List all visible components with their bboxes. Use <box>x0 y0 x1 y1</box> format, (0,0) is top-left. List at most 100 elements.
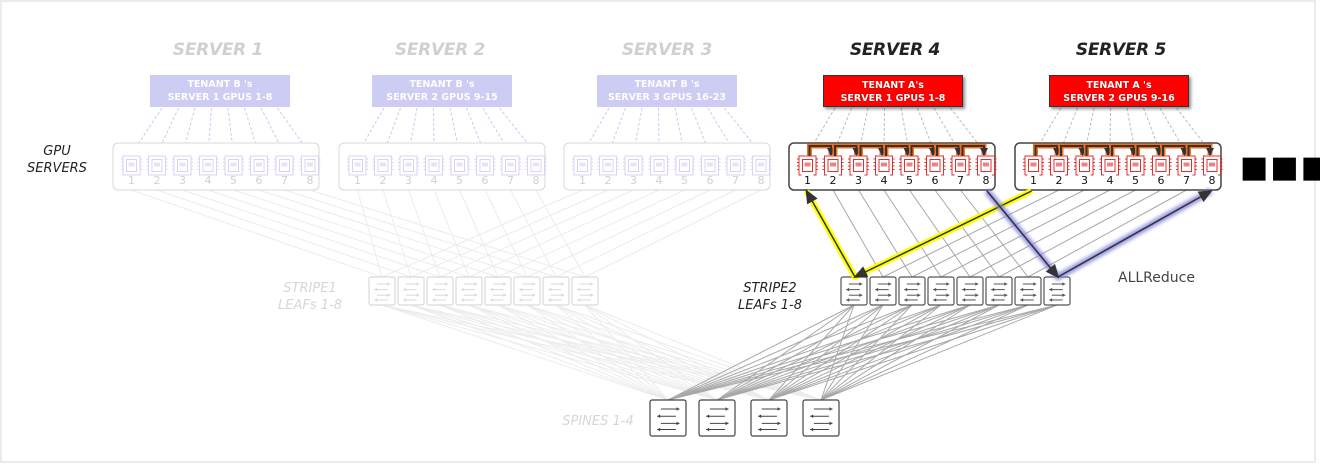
gpu-number-label: 5 <box>906 174 913 187</box>
paths-layer <box>803 187 1213 281</box>
spines-layer <box>649 399 840 437</box>
switch-box <box>542 276 570 306</box>
leaf-spine-link <box>468 304 669 401</box>
leaf-spine-link <box>716 304 1029 401</box>
switch-arrowhead <box>846 298 850 302</box>
server-1-tenant-box: TENANT B 's SERVER 1 GPUS 1-8 <box>150 75 290 107</box>
stripe1-label: STRIPE1 LEAFs 1-8 <box>262 280 358 314</box>
leaf-spine-link <box>381 304 669 401</box>
tenant-gpu-arrow <box>880 107 889 155</box>
switch-arrowhead <box>1033 282 1037 286</box>
switch-arrowhead <box>777 421 781 426</box>
switch-arrowhead <box>706 427 710 432</box>
switch-arrowhead <box>490 287 494 292</box>
switch-arrowhead <box>657 427 661 432</box>
gpu-number-label: 2 <box>1056 174 1063 187</box>
gpu-leaf-link <box>497 189 685 278</box>
leaf-spine-link <box>768 304 1029 401</box>
gpu-chip-icon <box>299 155 321 176</box>
switch-box <box>840 276 868 306</box>
leaf-spine-link <box>716 304 942 401</box>
gpu-number-label: 7 <box>957 174 964 187</box>
gpu-chip-icon <box>1048 155 1070 176</box>
gpu-chip-icon <box>248 155 270 176</box>
switch-arrowhead <box>962 298 966 302</box>
tenant-box-line2: SERVER 1 GPUS 1-8 <box>840 92 946 104</box>
leaf-spine-link <box>468 304 770 401</box>
server-4-tenant-box: TENANT A's SERVER 1 GPUS 1-8 <box>823 75 963 107</box>
gpu-number-label: 1 <box>579 174 586 187</box>
server-1-title: SERVER 1 <box>172 40 264 60</box>
leaf-spine-link <box>584 304 822 401</box>
gpu-chip-icon <box>398 155 419 176</box>
tenant-gpu-arrow <box>405 107 418 155</box>
gpu-servers-label-line1: GPU <box>43 144 71 159</box>
switch-arrowhead <box>374 287 378 292</box>
leafs-layer <box>368 276 1071 306</box>
leaf-spine-link <box>497 304 718 401</box>
server-3-tenant-box: TENANT B 's SERVER 3 GPUS 16-23 <box>597 75 737 107</box>
tenant-gpu-arrow <box>1081 107 1095 155</box>
gpu-number-bg <box>1206 173 1218 185</box>
gpu-chip-icon <box>1150 155 1172 176</box>
gpu-chip-icon <box>725 155 746 176</box>
spine-3-switch-icon <box>750 399 788 437</box>
gpu-leaf-link <box>382 189 412 278</box>
gpu-chip-icon <box>648 155 670 176</box>
stripe2-leaf-1-switch-icon <box>840 276 868 306</box>
switch-arrowhead <box>975 282 979 286</box>
stripe2-label-line1: STRIPE2 <box>743 281 797 296</box>
leaf-spine-link <box>820 304 855 401</box>
gpu-number-bg <box>1027 173 1040 185</box>
gpu-number-label: 3 <box>855 174 862 187</box>
gpu-chip-icon <box>797 155 818 176</box>
tenant-box-line1: TENANT A's <box>862 80 924 91</box>
switch-arrowhead <box>461 298 465 302</box>
switch-arrowhead <box>859 293 863 297</box>
switch-box <box>368 276 396 306</box>
gpu-chip-icon <box>924 155 946 176</box>
switch-box <box>455 276 483 306</box>
switch-arrowhead <box>991 298 995 302</box>
stripe1-leaf-6-switch-icon <box>513 276 541 306</box>
leaf-spine-link <box>820 304 1058 401</box>
gpu-leaf-link <box>468 189 660 278</box>
gpu-number-label: 3 <box>179 174 186 187</box>
leaf-spine-link <box>410 304 822 401</box>
switch-arrowhead <box>676 421 680 426</box>
tenant-box-line1: TENANT A 's <box>1086 80 1152 91</box>
gpu-chip-icon <box>172 155 193 176</box>
gpu-number-label: 6 <box>482 174 489 187</box>
switch-arrowhead <box>706 414 710 418</box>
gpu-leaf-link <box>1027 189 1187 278</box>
switch-arrowhead <box>561 293 565 297</box>
gpu-chip-icon <box>848 155 869 176</box>
switch-box <box>956 276 984 306</box>
gpu-leaf-link <box>131 189 383 278</box>
gpu-number-label: 1 <box>804 174 811 187</box>
tenant-box-line2: SERVER 3 GPUS 16-23 <box>607 91 727 103</box>
gpu-chip-icon <box>1125 155 1146 176</box>
leaf-spine-link <box>716 304 913 401</box>
tenant-gpu-arrow <box>1126 107 1139 155</box>
gpu-chip-icon <box>623 155 644 176</box>
gpu-leaf-link <box>439 189 634 278</box>
gpu-leaf-link <box>284 189 557 278</box>
gpu-leaf-link <box>156 189 412 278</box>
gpu-number-label: 8 <box>758 174 765 187</box>
switch-box <box>513 276 541 306</box>
tenant-gpu-arrow <box>707 107 737 155</box>
gpu-leaf-link <box>960 189 1029 278</box>
gpu-chip-icon <box>274 155 295 176</box>
leaf-spine-link <box>716 304 884 401</box>
stripe2-leaf-8-switch-icon <box>1043 276 1071 306</box>
leaf-spine-link <box>468 304 822 401</box>
gpu-leaf-link <box>433 189 470 278</box>
stripe1-label-line2: LEAFs 1-8 <box>278 298 342 313</box>
switch-arrowhead <box>503 282 507 286</box>
gpu-number-label: 8 <box>307 174 314 187</box>
switch-arrowhead <box>590 293 594 297</box>
